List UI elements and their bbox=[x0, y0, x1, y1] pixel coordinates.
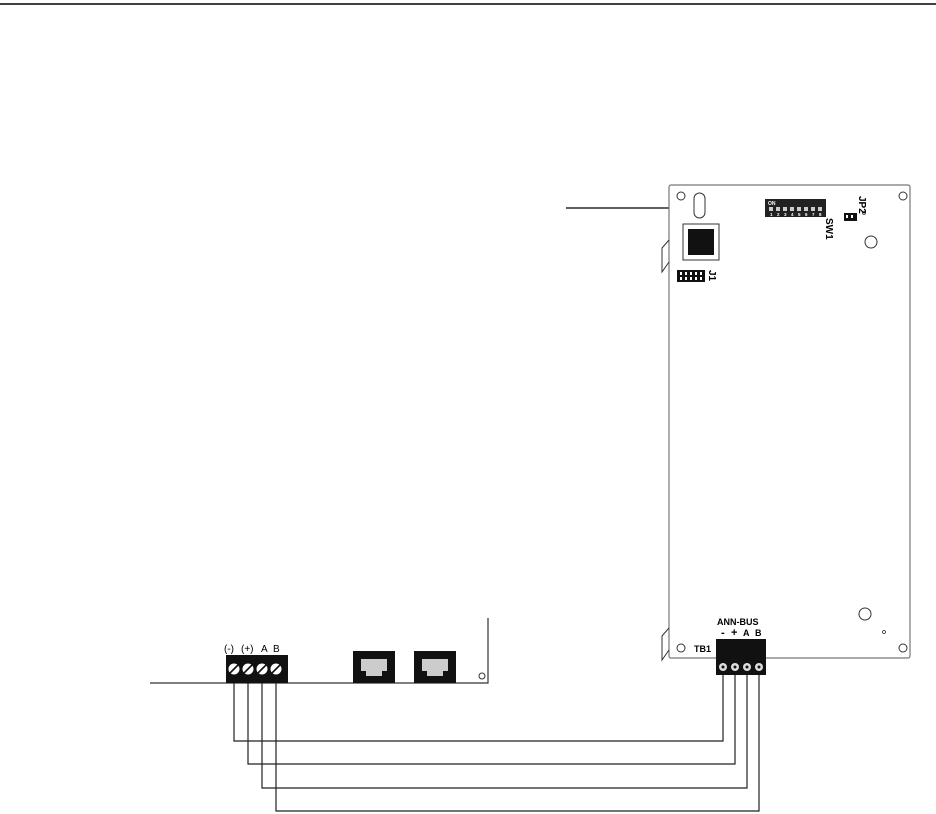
sw1-label: SW1 bbox=[823, 218, 834, 240]
dip-position-numbers: 1 2 3 4 5 6 7 8 bbox=[770, 212, 822, 217]
dip-position-6: 6 bbox=[805, 212, 808, 217]
panel-terminal-a: A bbox=[261, 644, 268, 655]
mounting-hole bbox=[898, 191, 908, 201]
rj-jack bbox=[414, 651, 456, 683]
dip-position-8: 8 bbox=[819, 212, 822, 217]
tb1-screws bbox=[719, 663, 763, 671]
dip-position-4: 4 bbox=[791, 212, 794, 217]
tb1-pin-a: A bbox=[743, 628, 750, 638]
dip-switch-sw1: ON 1 2 3 4 5 6 7 8 SW1 bbox=[765, 199, 834, 240]
dip-position-1: 1 bbox=[770, 212, 773, 217]
tb1-pin-b: B bbox=[755, 628, 762, 638]
tb1-terminal-block: ANN-BUS - + A B TB1 bbox=[694, 617, 766, 675]
jp2-label: JP2 bbox=[856, 196, 867, 214]
ann-bus-label: ANN-BUS bbox=[717, 617, 759, 627]
dip-levers bbox=[769, 207, 822, 211]
mounting-hole bbox=[676, 191, 686, 201]
tb1-label: TB1 bbox=[694, 644, 711, 654]
mounting-hole bbox=[478, 672, 486, 680]
rj-jack bbox=[353, 651, 395, 683]
standoff-circle bbox=[864, 235, 878, 249]
slot-oval bbox=[693, 192, 706, 219]
mounting-hole bbox=[898, 643, 908, 653]
wire-a bbox=[261, 675, 748, 789]
j1-label: J1 bbox=[706, 270, 717, 282]
wire-b bbox=[275, 675, 760, 812]
jp2-jumper: JP2 bbox=[844, 196, 867, 221]
panel-terminal-block: (-) (+) A B bbox=[224, 644, 288, 683]
module-board: J1 ON 1 2 3 4 5 6 7 bbox=[661, 184, 911, 675]
panel-terminal-minus: (-) bbox=[224, 644, 234, 655]
mounting-hole bbox=[676, 643, 686, 653]
panel-board: (-) (+) A B bbox=[150, 618, 489, 684]
panel-terminal-plus: (+) bbox=[241, 644, 254, 655]
ic-chip bbox=[682, 223, 720, 261]
dip-position-2: 2 bbox=[777, 212, 780, 217]
dip-on-label: ON bbox=[768, 201, 776, 207]
wire-minus bbox=[233, 675, 724, 742]
wire-plus bbox=[247, 675, 736, 765]
j1-connector: J1 bbox=[677, 270, 717, 282]
dip-position-5: 5 bbox=[798, 212, 801, 217]
tb1-pin-plus: + bbox=[731, 627, 737, 639]
panel-screws bbox=[228, 663, 282, 675]
tb1-pin-minus: - bbox=[721, 627, 725, 639]
dip-position-3: 3 bbox=[784, 212, 787, 217]
wiring bbox=[233, 675, 760, 812]
standoff-circle bbox=[858, 607, 872, 621]
dip-position-7: 7 bbox=[812, 212, 815, 217]
panel-terminal-b: B bbox=[273, 644, 280, 655]
